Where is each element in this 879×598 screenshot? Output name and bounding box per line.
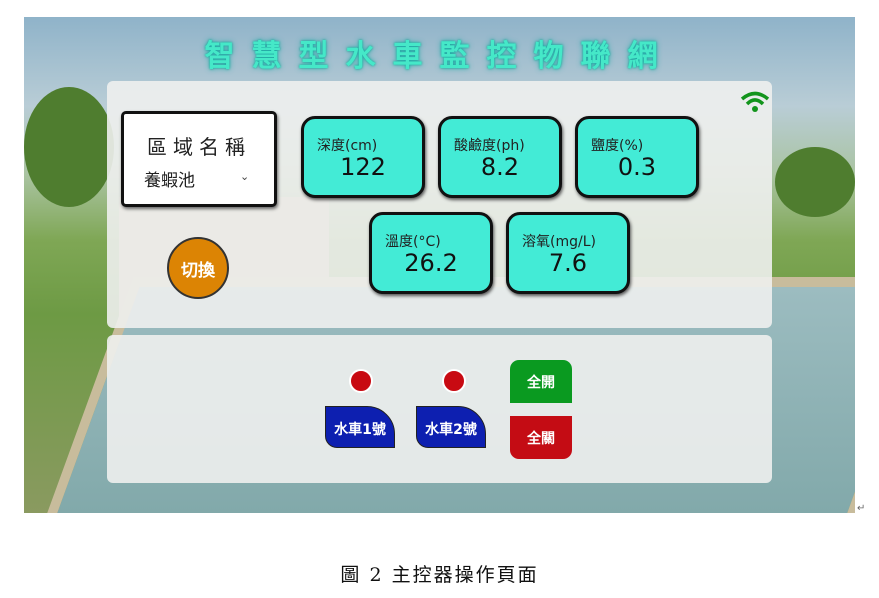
sensor-value: 0.3 xyxy=(617,153,657,181)
sensor-name: 深度(cm) xyxy=(317,138,378,154)
sensor-name: 溫度(°C) xyxy=(385,234,441,250)
sensor-value: 7.6 xyxy=(548,249,588,277)
sensor-name: 鹽度(%) xyxy=(591,138,644,154)
app-title: 智慧型水車監控物聯網 xyxy=(204,39,675,74)
background-tree xyxy=(775,147,855,217)
all-on-button[interactable]: 全開 xyxy=(510,360,572,403)
all-off-button[interactable]: 全關 xyxy=(510,416,572,459)
sensor-card-temperature: 溫度(°C) 26.2 xyxy=(369,212,493,294)
app-screenshot: 智慧型水車監控物聯網 區域名稱 養蝦池 ⌄ 切換 深度(cm) 122 酸鹼度(… xyxy=(24,17,855,513)
sensor-card-oxygen: 溶氧(mg/L) 7.6 xyxy=(506,212,630,294)
switch-button[interactable]: 切換 xyxy=(167,237,229,299)
sensor-card-depth: 深度(cm) 122 xyxy=(301,116,425,198)
figure-caption: 圖 2 主控器操作頁面 xyxy=(340,564,539,586)
area-label: 區域名稱 xyxy=(147,135,251,159)
wifi-icon xyxy=(740,91,770,112)
area-selector[interactable]: 區域名稱 養蝦池 ⌄ xyxy=(121,111,277,207)
sensor-card-salinity: 鹽度(%) 0.3 xyxy=(575,116,699,198)
sensor-card-ph: 酸鹼度(ph) 8.2 xyxy=(438,116,562,198)
sensor-name: 溶氧(mg/L) xyxy=(522,234,596,250)
chevron-down-icon[interactable]: ⌄ xyxy=(240,170,250,183)
wheel-1-button[interactable]: 水車1號 xyxy=(325,406,395,448)
sensor-value: 122 xyxy=(340,153,386,181)
sensor-value: 26.2 xyxy=(404,249,458,277)
wheel-1-status-indicator xyxy=(349,369,373,393)
background-tree xyxy=(24,87,114,207)
area-select-value[interactable]: 養蝦池 xyxy=(144,171,195,191)
sensor-value: 8.2 xyxy=(480,153,520,181)
wheel-2-status-indicator xyxy=(442,369,466,393)
sensor-panel: 區域名稱 養蝦池 ⌄ 切換 深度(cm) 122 酸鹼度(ph) 8.2 鹽度(… xyxy=(107,81,772,328)
paragraph-mark: ↵ xyxy=(857,503,866,514)
sensor-name: 酸鹼度(ph) xyxy=(454,138,525,154)
wheel-2-button[interactable]: 水車2號 xyxy=(416,406,486,448)
control-panel: 水車1號 水車2號 全開 全關 xyxy=(107,335,772,483)
